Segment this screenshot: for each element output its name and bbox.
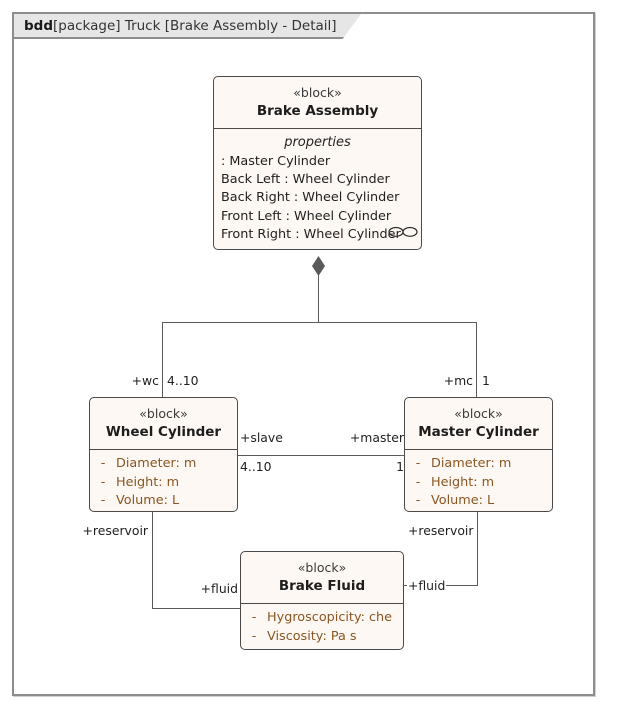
frame-kind-label: bdd [24, 17, 53, 34]
block-master-cylinder-name: Master Cylinder [418, 423, 539, 440]
edge-label-mc-role: +mc [424, 373, 474, 388]
composition-branch-master-cylinder [476, 322, 477, 397]
edge-label-master-multiplicity: 1 [358, 459, 405, 474]
attribute-text: Hygroscopicity: che [267, 610, 392, 626]
attribute-row: - Hygroscopicity: che [241, 609, 403, 628]
attribute-row: - Volume: L [90, 492, 237, 511]
edge-label-master-role: +master [338, 430, 405, 445]
attribute-row: - Diameter: m [90, 455, 237, 474]
block-master-cylinder[interactable]: «block» Master Cylinder - Diameter: m - … [404, 397, 553, 512]
block-brake-assembly-stereotype: «block» [293, 85, 342, 100]
edge-label-left-reservoir: +reservoir [73, 523, 149, 538]
block-brake-fluid-stereotype: «block» [297, 560, 347, 575]
composition-tree-horizontal [162, 322, 477, 323]
attribute-text: Volume: L [116, 493, 180, 509]
attribute-visibility: - [415, 474, 421, 490]
association-slave-master [238, 455, 404, 456]
attribute-text: Diameter: m [116, 456, 197, 472]
attribute-row: - Viscosity: Pa s [241, 628, 403, 647]
attribute-visibility: - [100, 474, 106, 490]
block-brake-fluid-attributes: - Hygroscopicity: che - Viscosity: Pa s [241, 604, 403, 649]
attribute-text: Volume: L [431, 493, 495, 509]
block-brake-fluid[interactable]: «block» Brake Fluid - Hygroscopicity: ch… [240, 551, 404, 650]
two-linked-ellipses-icon [388, 225, 418, 244]
block-wheel-cylinder[interactable]: «block» Wheel Cylinder - Diameter: m - H… [89, 397, 238, 512]
frame-header-tab[interactable]: bdd[package] Truck [Brake Assembly - Det… [12, 12, 363, 39]
attribute-row: - Height: m [90, 474, 237, 493]
attribute-row: - Volume: L [405, 492, 552, 511]
block-master-cylinder-stereotype: «block» [454, 406, 503, 421]
edge-label-slave-role: +slave [239, 430, 284, 445]
edge-label-wc-multiplicity: 4..10 [166, 373, 200, 388]
block-brake-fluid-name: Brake Fluid [278, 577, 366, 594]
edge-label-mc-multiplicity: 1 [481, 373, 491, 388]
edge-label-slave-multiplicity: 4..10 [239, 459, 273, 474]
attribute-text: Viscosity: Pa s [267, 628, 357, 644]
block-brake-assembly-header: «block» Brake Assembly [214, 77, 421, 130]
block-wheel-cylinder-attributes: - Diameter: m - Height: m - Volume: L [90, 450, 237, 511]
attribute-visibility: - [415, 456, 421, 472]
property-row: Back Right : Wheel Cylinder [221, 190, 400, 206]
edge-label-right-fluid: +fluid [407, 578, 447, 593]
composition-branch-wheel-cylinder [162, 322, 163, 397]
attribute-text: Height: m [431, 474, 495, 490]
block-brake-assembly-properties-compartment: properties : Master Cylinder Back Left :… [214, 129, 421, 249]
property-row: Back Left : Wheel Cylinder [221, 172, 390, 188]
property-row: : Master Cylinder [221, 154, 331, 170]
block-wheel-cylinder-stereotype: «block» [139, 406, 188, 421]
properties-compartment-title: properties [284, 135, 351, 151]
block-master-cylinder-header: «block» Master Cylinder [405, 398, 552, 451]
block-brake-assembly[interactable]: «block» Brake Assembly properties : Mast… [213, 76, 422, 250]
block-brake-fluid-header: «block» Brake Fluid [241, 552, 403, 605]
frame-title-label: [package] Truck [Brake Assembly - Detail… [53, 17, 337, 34]
edge-label-wc-role: +wc [108, 373, 160, 388]
attribute-row: - Diameter: m [405, 455, 552, 474]
attribute-visibility: - [251, 628, 257, 644]
association-wheel-reservoir-vertical [152, 512, 153, 609]
block-wheel-cylinder-header: «block» Wheel Cylinder [90, 398, 237, 451]
property-row: Front Left : Wheel Cylinder [221, 208, 392, 224]
attribute-text: Diameter: m [431, 456, 512, 472]
edge-label-right-reservoir: +reservoir [407, 523, 475, 538]
association-wheel-reservoir-horizontal [152, 608, 242, 609]
attribute-visibility: - [100, 493, 106, 509]
property-row-text: Front Right : Wheel Cylinder [221, 226, 401, 242]
property-row-last: Front Right : Wheel Cylinder [214, 226, 421, 244]
composition-stem-vertical [318, 274, 319, 322]
attribute-visibility: - [100, 456, 106, 472]
attribute-visibility: - [415, 493, 421, 509]
block-wheel-cylinder-name: Wheel Cylinder [105, 423, 222, 440]
attribute-text: Height: m [116, 474, 180, 490]
association-master-reservoir-vertical [477, 512, 478, 586]
edge-label-left-fluid: +fluid [188, 581, 239, 596]
composition-diamond [312, 256, 325, 276]
attribute-visibility: - [251, 610, 257, 626]
block-master-cylinder-attributes: - Diameter: m - Height: m - Volume: L [405, 450, 552, 511]
block-brake-assembly-name: Brake Assembly [256, 102, 379, 119]
attribute-row: - Height: m [405, 474, 552, 493]
